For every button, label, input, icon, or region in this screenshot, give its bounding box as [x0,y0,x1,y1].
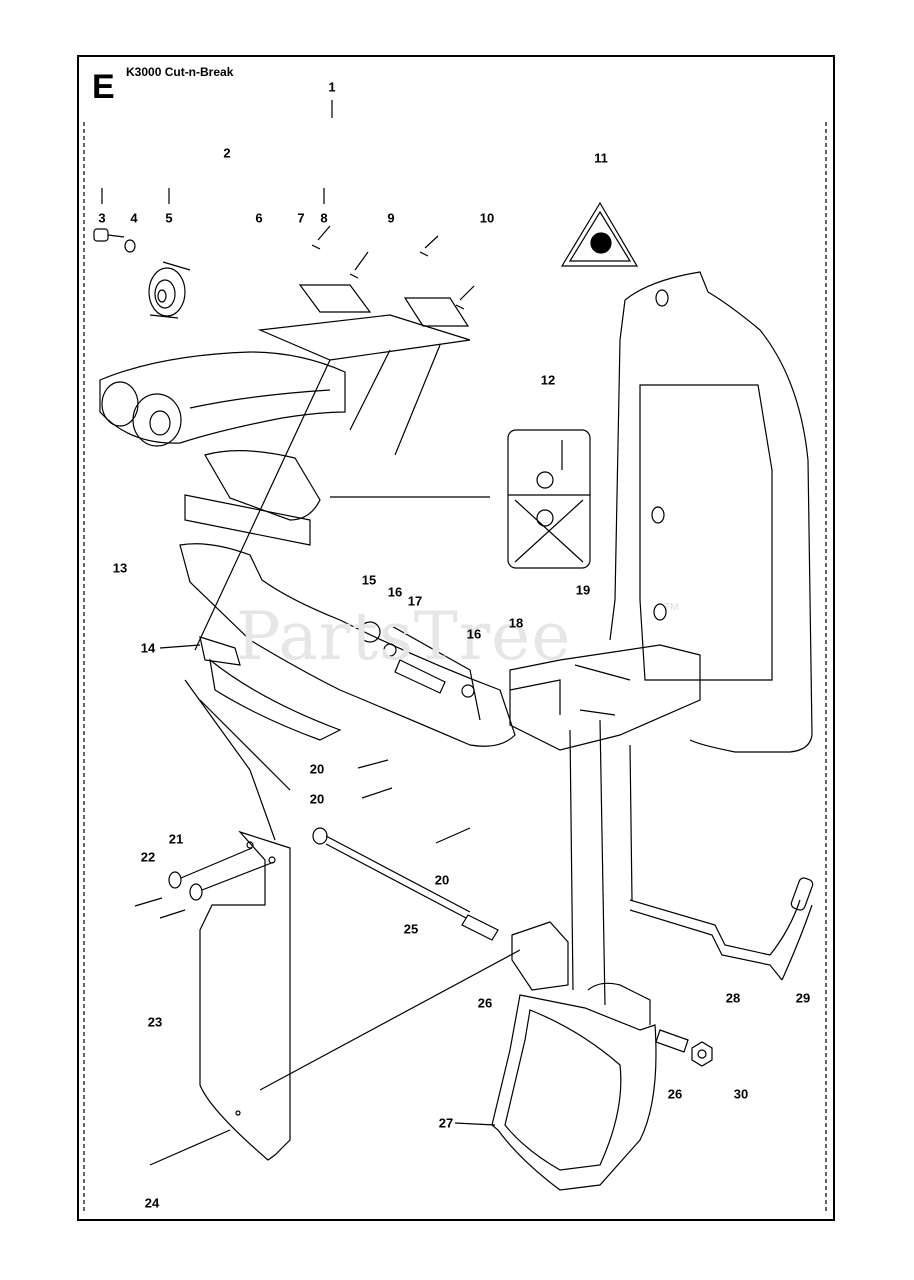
callout-26-left: 26 [477,995,493,1011]
callout-29: 29 [795,990,811,1006]
bushing-set [359,621,481,721]
blade-guide-arm [179,450,516,747]
long-bolt-25 [312,827,471,919]
callout-12: 12 [540,372,556,388]
screws-20 [357,759,471,844]
slide-block [259,921,569,1091]
lower-plate-23 [199,830,291,1161]
callout-6: 6 [255,210,263,226]
diagram-frame [77,55,835,1221]
callout-26-right: 26 [667,1086,683,1102]
callout-7: 7 [297,210,305,226]
grip-29 [790,877,814,911]
callout-21: 21 [168,831,184,847]
callout-1: 1 [328,79,336,95]
foot-handle-27 [491,982,657,1191]
watermark-trademark: TM [664,602,679,613]
callout-19: 19 [575,582,591,598]
watermark: PartsTree [236,598,572,675]
main-frame [609,271,813,753]
callout-11: 11 [594,150,608,166]
callout-15: 15 [361,572,377,588]
callout-10: 10 [479,210,495,226]
callout-4: 4 [130,210,138,226]
washers-bolts-21-22 [134,847,275,1166]
callout-20-third: 20 [434,872,450,888]
mount-bracket [509,644,701,751]
diagram-title: K3000 Cut-n-Break [126,65,234,79]
callout-5: 5 [165,210,173,226]
leader-ticks [101,100,333,204]
callout-24: 24 [144,1195,160,1211]
callout-30: 30 [733,1086,749,1102]
callout-20-first: 20 [309,761,325,777]
callout-23: 23 [147,1014,163,1030]
callout-22: 22 [140,849,156,865]
callout-18: 18 [508,615,524,631]
callout-27: 27 [438,1115,454,1131]
nut-30 [691,1041,713,1067]
wheel-arm [99,351,346,447]
callout-13: 13 [112,560,128,576]
handle-rod-28 [629,899,813,981]
callout-25: 25 [403,921,419,937]
assembly-leaders [184,679,633,1006]
callout-17: 17 [407,593,423,609]
leader-14 [159,644,201,649]
callout-8: 8 [320,210,328,226]
wheel-bolt-assembly [93,228,191,319]
callout-14: 14 [140,640,156,656]
callout-20-second: 20 [309,791,325,807]
warning-decal-12 [507,429,591,569]
callout-16-lower: 16 [466,626,482,642]
guide-clip-14 [199,636,342,741]
section-letter: E [92,68,115,106]
warning-triangle-decal [560,201,639,267]
leader-27 [454,1122,496,1126]
cover-plate-assembly [194,225,475,651]
callout-28: 28 [725,990,741,1006]
callout-3: 3 [98,210,106,226]
callout-2: 2 [223,145,231,161]
spacers-26 [461,914,689,1053]
callout-9: 9 [387,210,395,226]
callout-16-upper: 16 [387,584,403,600]
